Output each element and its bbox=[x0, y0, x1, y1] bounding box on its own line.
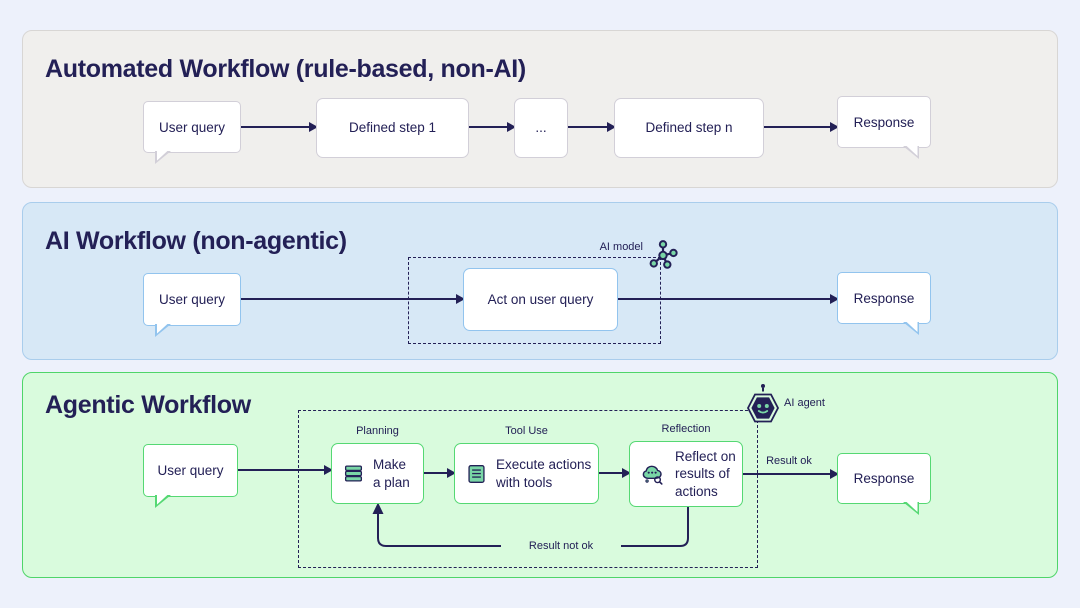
user-query-bubble: User query bbox=[143, 444, 238, 508]
bubble-tail bbox=[905, 321, 918, 332]
defined-step-1-label: Defined step 1 bbox=[348, 120, 437, 136]
execute-actions-node: Execute actions with tools bbox=[454, 443, 599, 504]
response-bubble: Response bbox=[837, 453, 931, 515]
reflect-label: Reflect on results of actions bbox=[675, 448, 736, 499]
response-bubble: Response bbox=[837, 272, 931, 335]
result-ok-label: Result ok bbox=[766, 455, 812, 467]
response-label: Response bbox=[853, 471, 915, 486]
agentic-workflow-panel: Agentic Workflow User query Planning Too… bbox=[22, 372, 1058, 578]
make-a-plan-label: Make a plan bbox=[373, 456, 410, 490]
result-not-ok-label: Result not ok bbox=[501, 539, 621, 553]
bubble-tail bbox=[156, 150, 169, 161]
agentic-workflow-title: Agentic Workflow bbox=[45, 391, 251, 419]
make-a-plan-node: Make a plan bbox=[331, 443, 424, 504]
user-query-label: User query bbox=[157, 463, 224, 478]
ai-workflow-title: AI Workflow (non-agentic) bbox=[45, 227, 347, 255]
act-on-user-query-node: Act on user query bbox=[463, 268, 618, 331]
ai-agent-boundary-box bbox=[298, 410, 758, 568]
ai-model-boundary-box bbox=[408, 257, 661, 344]
robot-icon bbox=[745, 383, 781, 425]
response-label: Response bbox=[853, 290, 915, 306]
flow-arrow bbox=[469, 122, 516, 132]
automated-workflow-title: Automated Workflow (rule-based, non-AI) bbox=[45, 55, 526, 83]
ellipsis-node: ... bbox=[514, 98, 568, 158]
ellipsis-label: ... bbox=[535, 120, 547, 136]
ai-agent-label: AI agent bbox=[784, 397, 825, 409]
stack-icon bbox=[343, 463, 364, 484]
flow-arrow bbox=[238, 465, 333, 475]
flow-arrow bbox=[241, 294, 465, 304]
flow-arrow bbox=[424, 468, 456, 478]
execute-actions-label: Execute actions with tools bbox=[496, 456, 592, 490]
bubble-tail bbox=[905, 145, 918, 156]
reflection-step-label: Reflection bbox=[661, 423, 711, 435]
defined-step-n-node: Defined step n bbox=[614, 98, 764, 158]
thought-bubble-icon bbox=[641, 462, 666, 486]
flow-arrow bbox=[241, 122, 318, 132]
ai-model-label: AI model bbox=[599, 241, 643, 253]
planning-step-label: Planning bbox=[356, 425, 399, 437]
bubble-tail bbox=[905, 501, 918, 512]
tool-use-step-label: Tool Use bbox=[505, 425, 548, 437]
result-ok-arrow bbox=[743, 469, 839, 479]
user-query-bubble: User query bbox=[143, 101, 241, 164]
user-query-label: User query bbox=[158, 292, 226, 307]
reflect-node: Reflect on results of actions bbox=[629, 441, 743, 507]
user-query-bubble: User query bbox=[143, 273, 241, 337]
bubble-tail bbox=[156, 323, 169, 334]
flow-arrow bbox=[599, 468, 631, 478]
bubble-tail bbox=[156, 494, 169, 505]
flow-arrow bbox=[568, 122, 616, 132]
defined-step-1-node: Defined step 1 bbox=[316, 98, 469, 158]
ai-workflow-panel: AI Workflow (non-agentic) User query Act… bbox=[22, 202, 1058, 360]
response-bubble: Response bbox=[837, 96, 931, 159]
defined-step-n-label: Defined step n bbox=[645, 120, 733, 136]
flow-arrow bbox=[764, 122, 839, 132]
act-on-user-query-label: Act on user query bbox=[487, 291, 594, 307]
user-query-label: User query bbox=[158, 119, 226, 135]
automated-workflow-panel: Automated Workflow (rule-based, non-AI) … bbox=[22, 30, 1058, 188]
document-icon bbox=[466, 463, 487, 485]
network-nodes-icon bbox=[647, 239, 679, 273]
flow-arrow bbox=[618, 294, 839, 304]
response-label: Response bbox=[853, 114, 915, 130]
